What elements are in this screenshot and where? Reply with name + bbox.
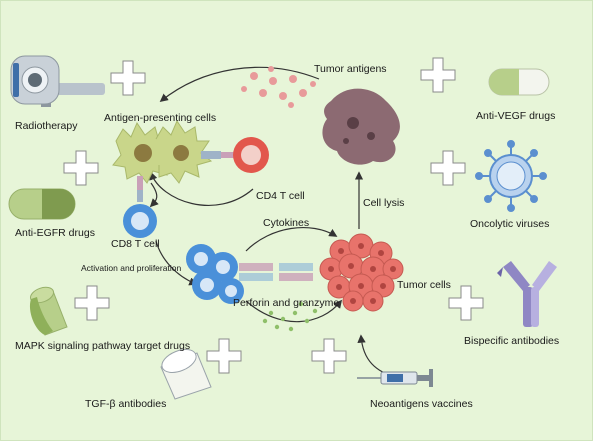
arrow-antigens-to-apc bbox=[159, 66, 320, 103]
cd8-t-cell-icon bbox=[123, 176, 157, 238]
plus-icon bbox=[311, 338, 347, 374]
plus-icon bbox=[110, 60, 146, 96]
ct-scanner-icon bbox=[10, 55, 105, 107]
antibody-icon bbox=[497, 261, 557, 327]
capsule-icon bbox=[160, 349, 212, 400]
cd4-t-cell-label: CD4 T cell bbox=[256, 190, 305, 202]
oncolytic-viruses-label: Oncolytic viruses bbox=[470, 218, 550, 230]
plus-icon bbox=[430, 150, 466, 186]
plus-icon bbox=[74, 285, 110, 321]
perforin-granzyme-label: Perforin and granzyme bbox=[233, 297, 340, 309]
capsule-icon bbox=[488, 68, 550, 96]
tumor-cells-label: Tumor cells bbox=[397, 279, 451, 291]
cd8-t-cell-label: CD8 T cell bbox=[111, 238, 160, 250]
cell-lysis-label: Cell lysis bbox=[363, 197, 405, 209]
flow-arrows bbox=[149, 66, 397, 379]
plus-signs bbox=[63, 57, 484, 374]
capsule-icon bbox=[29, 286, 68, 336]
syringe-icon bbox=[357, 369, 433, 387]
capsule-icon bbox=[8, 188, 76, 220]
arrow-apc-to-cd8 bbox=[149, 182, 159, 208]
antigen-presenting-cells-icon bbox=[112, 119, 213, 184]
tumor-antigen-dots bbox=[241, 66, 316, 108]
arrow-cd8-to-activation bbox=[155, 240, 198, 286]
plus-icon bbox=[206, 338, 242, 374]
plus-icon bbox=[420, 57, 456, 93]
tumor-cell-icon bbox=[322, 88, 400, 165]
cytokine-bars-icon bbox=[239, 263, 313, 281]
tgf-beta-antibodies-label: TGF-β antibodies bbox=[85, 398, 167, 410]
virus-icon bbox=[475, 140, 547, 212]
cytokines-label: Cytokines bbox=[263, 217, 310, 229]
anti-egfr-label: Anti-EGFR drugs bbox=[15, 227, 95, 239]
plus-icon bbox=[63, 150, 99, 186]
proliferating-t-cells-icon bbox=[186, 244, 244, 304]
cd4-t-cell-icon bbox=[201, 137, 269, 173]
arrow-cd4-to-apc bbox=[149, 171, 254, 206]
antigen-presenting-cells-label: Antigen-presenting cells bbox=[104, 112, 217, 124]
anti-vegf-label: Anti-VEGF drugs bbox=[476, 110, 556, 122]
arrow-perforin bbox=[245, 299, 343, 323]
tumor-cells-cluster-icon bbox=[319, 233, 404, 312]
arrow-cytokines bbox=[245, 226, 338, 252]
activation-proliferation-label: Activation and proliferation bbox=[81, 263, 182, 273]
radiotherapy-label: Radiotherapy bbox=[15, 120, 78, 132]
perforin-granules bbox=[262, 301, 318, 332]
bispecific-antibodies-label: Bispecific antibodies bbox=[464, 335, 560, 347]
plus-icon bbox=[448, 285, 484, 321]
neoantigens-vaccines-label: Neoantigens vaccines bbox=[370, 398, 473, 410]
tumor-antigens-label: Tumor antigens bbox=[314, 63, 387, 75]
mapk-drugs-label: MAPK signaling pathway target drugs bbox=[15, 340, 191, 352]
